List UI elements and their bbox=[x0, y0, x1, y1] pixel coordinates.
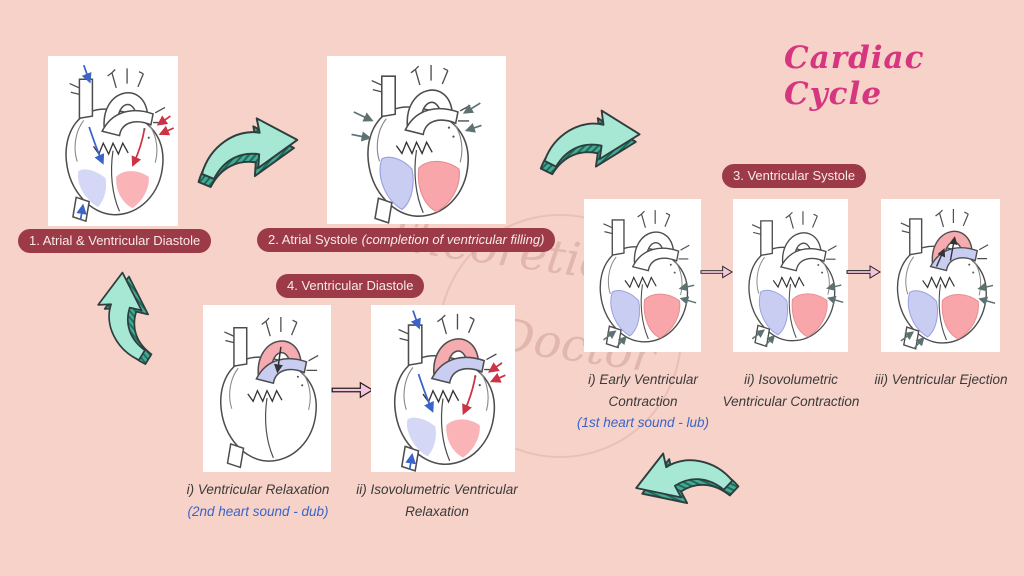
heart-illustration-stage4-i bbox=[203, 305, 331, 472]
cycle-arrow-3-icon bbox=[618, 425, 742, 532]
stage3-sublabel-1-line1: i) Early Ventricular bbox=[588, 372, 698, 387]
stage4-sublabel-1-line1: i) Ventricular Relaxation bbox=[186, 482, 330, 497]
stage4-sublabel-2-line1: ii) Isovolumetric Ventricular bbox=[356, 482, 518, 497]
stage3-sublabel-2: ii) Isovolumetric Ventricular Contractio… bbox=[711, 369, 871, 412]
cycle-arrow-1-icon bbox=[193, 106, 308, 191]
stage2-badge: 2. Atrial Systole(completion of ventricu… bbox=[257, 228, 556, 252]
heart-illustration-stage3-ii bbox=[733, 199, 848, 352]
heart-illustration-stage1 bbox=[48, 56, 178, 226]
cycle-arrow-2-icon bbox=[539, 102, 648, 178]
step-arrow-icon bbox=[331, 380, 375, 400]
heart-illustration-stage2 bbox=[327, 56, 506, 224]
stage4-sublabel-2: ii) Isovolumetric Ventricular Relaxation bbox=[355, 479, 519, 522]
stage3-sublabel-2-line1: ii) Isovolumetric bbox=[744, 372, 838, 387]
stage3-heart-sound: (1st heart sound - lub) bbox=[576, 415, 710, 430]
stage3-sublabel-1: i) Early Ventricular Contraction (1st he… bbox=[567, 369, 719, 434]
step-arrow-icon bbox=[846, 264, 882, 280]
stage3-sublabel-3-line1: iii) Ventricular Ejection bbox=[874, 372, 1008, 387]
heart-illustration-stage3-iii bbox=[881, 199, 1000, 352]
stage4-badge: 4. Ventricular Diastole bbox=[276, 274, 425, 298]
stage2-badge-main: 2. Atrial Systole bbox=[268, 232, 358, 247]
stage3-badge: 3. Ventricular Systole bbox=[722, 164, 867, 188]
stage1-badge: 1. Atrial & Ventricular Diastole bbox=[18, 229, 212, 253]
stage4-sublabel-1: i) Ventricular Relaxation (2nd heart sou… bbox=[181, 479, 335, 522]
stage3-sublabel-3: iii) Ventricular Ejection bbox=[861, 369, 1021, 391]
heart-illustration-stage3-i bbox=[584, 199, 701, 352]
heart-illustration-stage4-ii bbox=[371, 305, 515, 472]
stage4-heart-sound: (2nd heart sound - dub) bbox=[187, 503, 329, 519]
stage2-badge-italic: (completion of ventricular filling) bbox=[361, 232, 545, 247]
stage3-sublabel-1-line2: Contraction bbox=[608, 393, 678, 409]
page-title: Cardiac Cycle bbox=[784, 40, 925, 112]
stage4-sublabel-2-line2: Relaxation bbox=[405, 503, 469, 519]
cycle-arrow-4-icon bbox=[74, 262, 174, 366]
stage3-sublabel-2-line2: Ventricular Contraction bbox=[722, 393, 860, 409]
step-arrow-icon bbox=[700, 264, 734, 280]
